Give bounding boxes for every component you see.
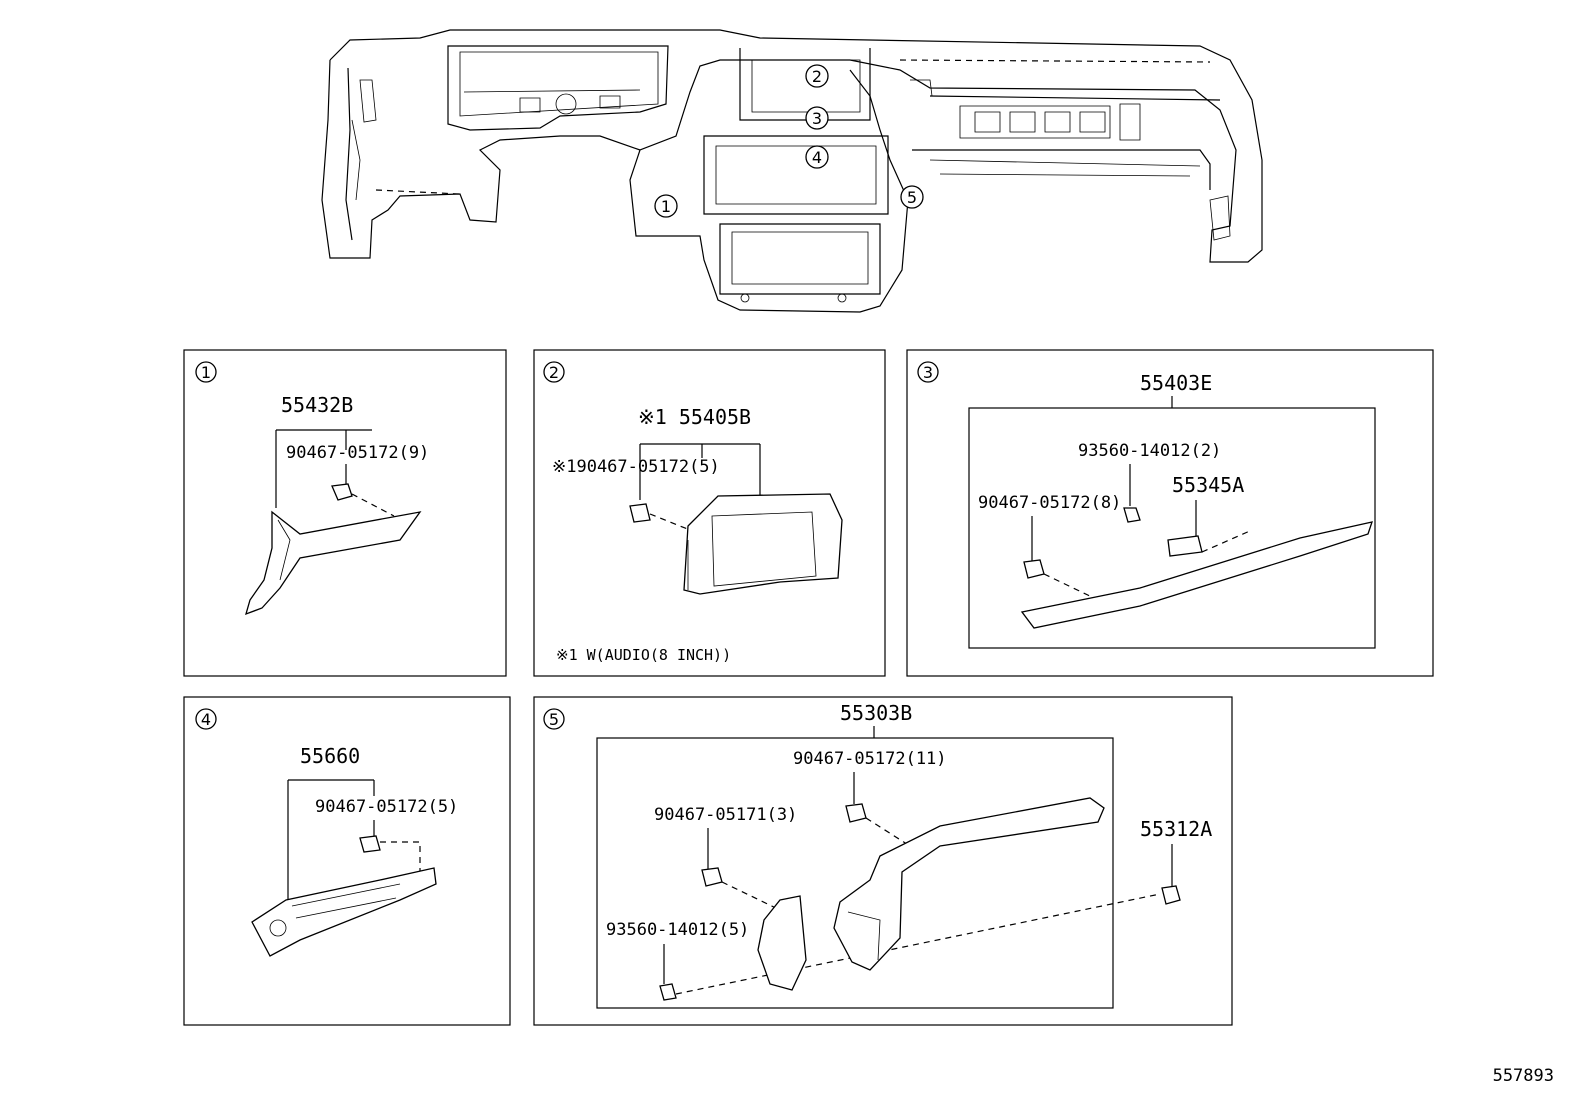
top-marker-label: 2 xyxy=(812,67,822,86)
vent-panel-55660[interactable] xyxy=(251,867,437,957)
top-marker-5[interactable]: 5 xyxy=(900,185,924,209)
top-marker-2[interactable]: 2 xyxy=(805,64,829,88)
panel-number: 1 xyxy=(201,363,211,382)
top-marker-label: 4 xyxy=(812,148,822,167)
part-number-label[interactable]: 55303B xyxy=(840,701,912,725)
part-number-label[interactable]: ※1 55405B xyxy=(638,405,751,429)
top-marker-label: 1 xyxy=(661,197,671,216)
sub-part-label[interactable]: 90467-05172(5) xyxy=(315,797,458,817)
bolt-part[interactable] xyxy=(659,983,677,1001)
part-number-label[interactable]: 55432B xyxy=(281,393,353,417)
clip-part-55312a[interactable] xyxy=(1161,885,1181,905)
diagram-id: 557893 xyxy=(1493,1066,1554,1086)
top-marker-label: 3 xyxy=(812,109,822,128)
clip-part[interactable] xyxy=(845,803,867,823)
top-marker-group: 1 2 3 4 5 xyxy=(654,64,924,218)
sub-part-label[interactable]: 90467-05172(9) xyxy=(286,443,429,463)
panel-number: 4 xyxy=(201,710,211,729)
top-marker-label: 5 xyxy=(907,188,917,207)
sub-part-label[interactable]: ※190467-05172(5) xyxy=(552,457,720,477)
top-marker-4[interactable]: 4 xyxy=(805,145,829,169)
panel-3: 3 55403E 93560-14012(2) 55345A 90467-051… xyxy=(906,349,1434,677)
trim-part-55303b[interactable] xyxy=(833,797,1105,971)
panel-frame xyxy=(183,696,511,1026)
panel-number: 5 xyxy=(549,710,559,729)
display-part-55405b[interactable] xyxy=(683,493,843,595)
top-marker-1[interactable]: 1 xyxy=(654,194,678,218)
bracket-part[interactable] xyxy=(757,895,807,991)
panel-2: 2 ※1 55405B ※190467-05172(5) ※1 W(AUDIO(… xyxy=(533,349,886,677)
panel-part-55432b[interactable] xyxy=(245,510,422,616)
panel-1: 1 55432B 90467-05172(9) xyxy=(183,349,507,677)
footnote: ※1 W(AUDIO(8 INCH)) xyxy=(556,646,731,664)
sub-part-label[interactable]: 90467-05172(8) xyxy=(978,493,1121,513)
panel-number: 3 xyxy=(923,363,933,382)
sub-part-label[interactable]: 55312A xyxy=(1140,817,1212,841)
part-number-label[interactable]: 55660 xyxy=(300,744,360,768)
panel-5: 5 55303B 90467-05172(11) 90467-05171(3) … xyxy=(533,696,1233,1026)
clip-part[interactable] xyxy=(701,867,723,887)
trim-strip-55403e[interactable] xyxy=(1020,521,1373,629)
panel-frame xyxy=(183,349,507,677)
panel-frame xyxy=(533,696,1233,1026)
panel-number: 2 xyxy=(549,363,559,382)
panel-4: 4 55660 90467-05172(5) xyxy=(183,696,511,1026)
clip-part[interactable] xyxy=(359,835,381,853)
sub-assembly-frame xyxy=(596,737,1114,1009)
sub-part-label[interactable]: 90467-05171(3) xyxy=(654,805,797,825)
sub-part-label[interactable]: 90467-05172(11) xyxy=(793,749,947,769)
clip-part[interactable] xyxy=(331,483,353,501)
sub-part-label[interactable]: 93560-14012(5) xyxy=(606,920,749,940)
sub-part-label[interactable]: 55345A xyxy=(1172,473,1244,497)
sub-part-label[interactable]: 93560-14012(2) xyxy=(1078,441,1221,461)
part-number-label[interactable]: 55403E xyxy=(1140,371,1212,395)
sub-assembly-frame xyxy=(968,407,1376,649)
bolt-part[interactable] xyxy=(1123,507,1141,523)
top-marker-3[interactable]: 3 xyxy=(805,106,829,130)
clip-part[interactable] xyxy=(1023,559,1045,579)
bracket-part[interactable] xyxy=(1167,535,1203,557)
clip-part[interactable] xyxy=(629,503,651,523)
panel-frame xyxy=(533,349,886,677)
panel-frame xyxy=(906,349,1434,677)
dashboard-assembly xyxy=(321,29,1263,313)
